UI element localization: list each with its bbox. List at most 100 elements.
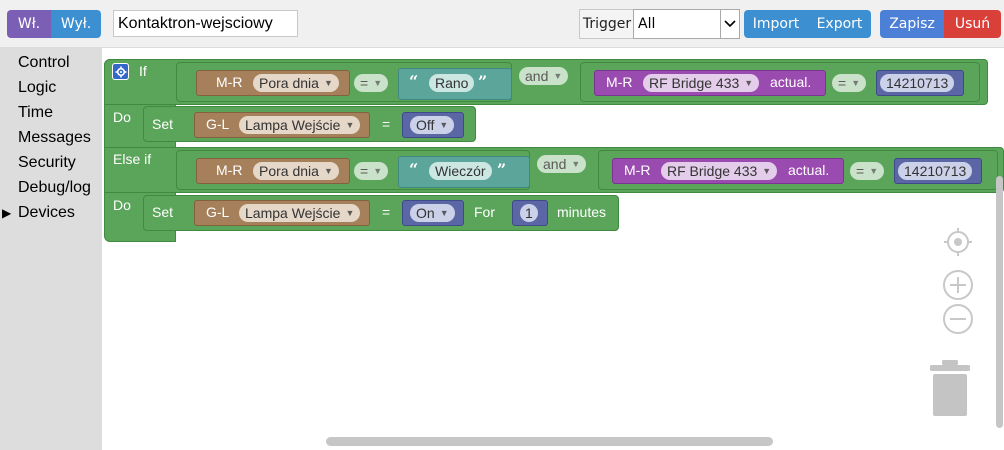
device-type-2: M-R [606,74,633,90]
device-name-dropdown-6[interactable]: Lampa Wejście ▼ [239,204,361,222]
number-value-1[interactable]: 14210713 [880,74,955,92]
duration-value[interactable]: 1 [520,204,538,222]
device-type-6: G-L [206,204,230,220]
close-quote-icon: ” [497,160,507,179]
device-name-dropdown-4[interactable]: Pora dnia ▼ [253,162,339,180]
operator-1: = [360,75,369,91]
do-label-2: Do [113,197,131,213]
and-dropdown-1[interactable]: and ▼ [519,67,569,85]
top-toolbar: Wł. Wył. Kontaktron-wejsciowy Trigger Al… [0,0,1004,48]
dropdown-arrow-icon: ▼ [553,71,563,81]
else-if-label: Else if [113,151,152,167]
dropdown-arrow-icon: ▼ [851,78,861,88]
dropdown-arrow-icon: ▼ [869,166,879,176]
device-type-5: M-R [624,162,651,178]
block-toolbox: Control Logic Time Messages Security Deb… [0,48,102,450]
state-1: Off [416,117,435,133]
device-type-4: M-R [216,162,243,178]
trigger-select[interactable]: All [633,9,740,39]
dropdown-arrow-icon: ▼ [762,166,772,176]
dropdown-arrow-icon: ▼ [323,166,333,176]
open-quote-icon: “ [409,160,419,179]
chevron-down-icon[interactable] [720,10,739,38]
operator-3: = [360,163,369,179]
expand-arrow-icon: ▶ [2,206,12,220]
if-label: If [139,63,147,79]
open-quote-icon: “ [409,72,419,91]
device-type-1: M-R [216,74,243,90]
for-label: For [474,204,495,220]
category-logic[interactable]: Logic [18,79,57,96]
operator-4: = [856,163,865,179]
enable-button[interactable]: Wł. [7,10,51,38]
category-devices[interactable]: Devices [18,204,75,221]
zoom-out-icon[interactable] [942,303,974,339]
category-control[interactable]: Control [18,54,70,71]
category-security[interactable]: Security [18,154,76,171]
trash-icon[interactable] [928,360,972,422]
dropdown-arrow-icon: ▼ [571,159,581,169]
device-name-dropdown-1[interactable]: Pora dnia ▼ [253,74,339,92]
script-name-input[interactable]: Kontaktron-wejsciowy [113,10,298,37]
trigger-label: Trigger [579,9,634,39]
property-4: actual. [788,162,830,178]
text-value-2[interactable]: Wieczór [429,162,492,180]
vertical-scrollbar[interactable] [996,176,1003,428]
device-name-5: RF Bridge 433 [667,163,758,179]
device-name-dropdown-5[interactable]: RF Bridge 433 ▼ [661,162,778,180]
and-label-1: and [525,68,549,84]
import-button[interactable]: Import [744,10,808,38]
dropdown-arrow-icon: ▼ [439,120,449,130]
operator-dropdown-4[interactable]: =▼ [850,162,885,180]
set-label-2: Set [152,204,174,220]
category-messages[interactable]: Messages [18,129,91,146]
export-button[interactable]: Export [808,10,871,38]
state-2: On [416,205,435,221]
recenter-icon[interactable] [942,226,974,262]
and-dropdown-2[interactable]: and ▼ [537,155,587,173]
close-quote-icon: ” [478,72,488,91]
disable-button[interactable]: Wył. [51,10,101,38]
assign-op-1: = [382,116,391,132]
operator-dropdown-3[interactable]: =▼ [354,162,389,180]
script-name-value: Kontaktron-wejsciowy [118,14,273,32]
do-label-1: Do [113,109,131,125]
delete-button[interactable]: Usuń [944,10,1001,38]
dropdown-arrow-icon: ▼ [373,78,383,88]
device-name-dropdown-3[interactable]: Lampa Wejście ▼ [239,116,361,134]
state-dropdown-2[interactable]: On ▼ [410,204,455,222]
dropdown-arrow-icon: ▼ [345,208,355,218]
text-block-2[interactable] [398,156,530,188]
dropdown-arrow-icon: ▼ [373,166,383,176]
operator-dropdown-2[interactable]: =▼ [832,74,867,92]
category-debug-log[interactable]: Debug/log [18,179,91,196]
device-type-3: G-L [206,116,230,132]
device-name-3: Lampa Wejście [245,117,341,133]
save-button[interactable]: Zapisz [880,10,944,38]
trigger-selected-value: All [638,16,656,32]
text-value-1[interactable]: Rano [429,74,475,92]
state-dropdown-1[interactable]: Off ▼ [410,116,455,134]
device-name-2: RF Bridge 433 [649,75,740,91]
set-label-1: Set [152,116,174,132]
device-name-1: Pora dnia [259,75,319,91]
operator-2: = [838,75,847,91]
dropdown-arrow-icon: ▼ [323,78,333,88]
operator-dropdown-1[interactable]: =▼ [354,74,389,92]
dropdown-arrow-icon: ▼ [744,78,754,88]
device-name-dropdown-2[interactable]: RF Bridge 433 ▼ [643,74,760,92]
device-name-6: Lampa Wejście [245,205,341,221]
and-label-2: and [543,156,567,172]
horizontal-scrollbar[interactable] [326,437,773,446]
dropdown-arrow-icon: ▼ [345,120,355,130]
device-name-4: Pora dnia [259,163,319,179]
minutes-label: minutes [557,204,607,220]
property-2: actual. [770,74,812,90]
dropdown-arrow-icon: ▼ [439,208,449,218]
zoom-in-icon[interactable] [942,269,974,305]
number-value-2[interactable]: 14210713 [898,162,973,180]
gear-icon[interactable] [112,63,129,80]
category-time[interactable]: Time [18,104,53,121]
assign-op-2: = [382,204,391,220]
